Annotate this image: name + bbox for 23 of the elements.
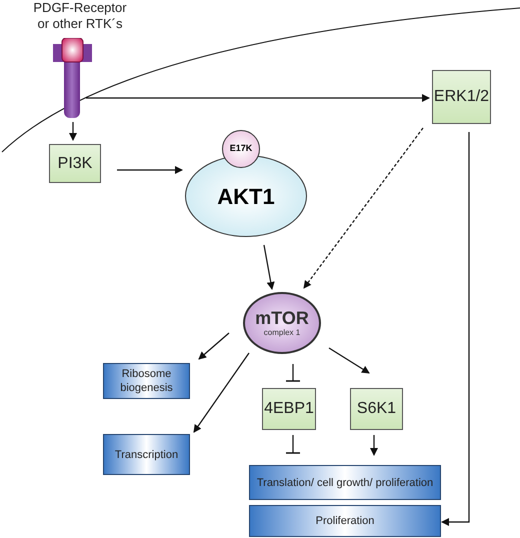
- protein-box: 4EBP1: [262, 388, 316, 430]
- outcome-box: Translation/ cell growth/ proliferation: [249, 465, 441, 500]
- arrow: [193, 352, 250, 433]
- inhibition-line: [285, 435, 301, 454]
- arrow: [370, 435, 378, 456]
- protein-box: ERK1/2: [432, 70, 491, 124]
- receptor-label: PDGF-Receptor or other RTK´s: [32, 0, 128, 32]
- arrow: [117, 166, 183, 174]
- outcome-box: Transcription: [103, 434, 190, 475]
- arrow: [69, 122, 77, 141]
- arrow: [328, 348, 370, 374]
- protein-ellipse: AKT1: [185, 155, 307, 237]
- outcome-box: Ribosome biogenesis: [103, 363, 190, 399]
- arrow: [441, 132, 470, 526]
- complex-ellipse: mTOR complex 1: [243, 292, 321, 354]
- arrow: [86, 94, 430, 102]
- protein-box: PI3K: [49, 144, 101, 183]
- outcome-box: Proliferation: [249, 505, 441, 537]
- protein-box: S6K1: [350, 388, 403, 430]
- dashed-arrow: [303, 128, 424, 289]
- inhibition-line: [285, 364, 301, 382]
- arrow: [198, 332, 230, 360]
- arrow: [263, 244, 275, 290]
